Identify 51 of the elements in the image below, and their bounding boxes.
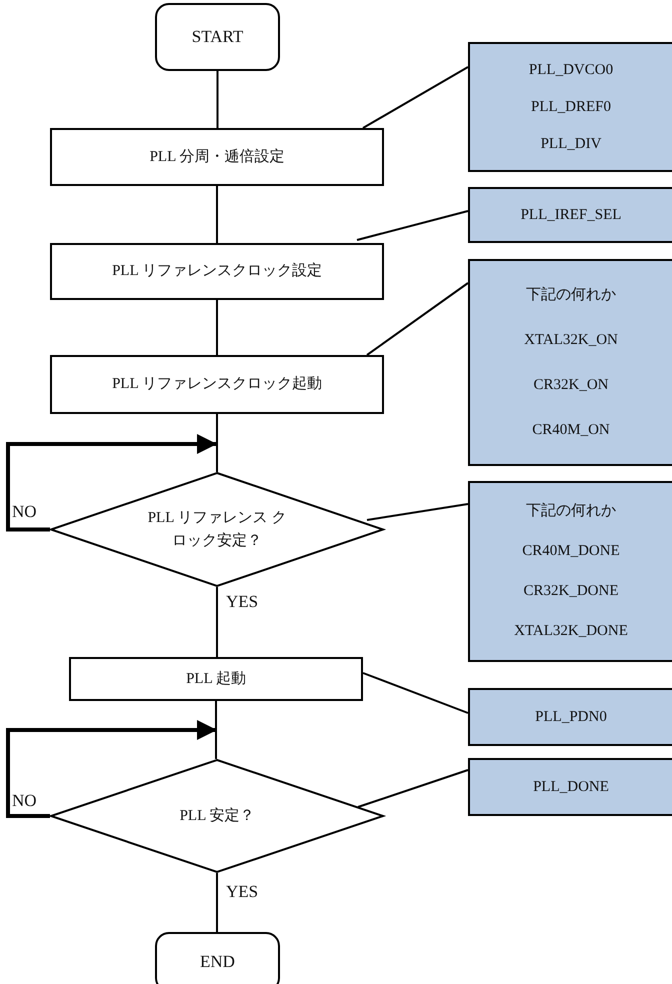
register-note-box — [468, 688, 672, 746]
connector-line — [216, 587, 218, 657]
node-text: PLL リファレンスクロック起動 — [112, 374, 322, 394]
register-note-box — [468, 481, 672, 662]
register-note-box — [468, 42, 672, 172]
node-text: CR32K_DONE — [523, 582, 618, 602]
node-text: XTAL32K_ON — [524, 330, 618, 350]
node-text: PLL リファレンス クロック安定？ — [146, 509, 288, 550]
node-text: CR32K_ON — [533, 376, 608, 395]
node-text: PLL 分周・逓倍設定 — [150, 147, 284, 167]
leader-line — [356, 210, 468, 241]
node-text: START — [192, 26, 244, 48]
decision-diamond — [50, 472, 384, 587]
leader-line — [362, 672, 468, 714]
process-box — [50, 355, 384, 414]
node-text: PLL 安定？ — [180, 806, 254, 826]
register-note-box — [468, 187, 672, 243]
connector-line — [216, 300, 218, 355]
leader-line — [366, 282, 469, 356]
node-text: CR40M_DONE — [522, 542, 620, 562]
register-note-box — [468, 259, 672, 466]
register-note-box — [468, 758, 672, 816]
node-text: PLL_PDN0 — [535, 708, 607, 727]
process-box — [50, 128, 384, 186]
node-text: 下記の何れか — [526, 286, 616, 305]
node-text: CR40M_ON — [532, 420, 610, 440]
terminal-box — [155, 932, 280, 984]
node-text: 下記の何れか — [526, 502, 616, 522]
leader-line — [366, 503, 468, 521]
leader-line — [362, 66, 468, 129]
arrow — [6, 434, 217, 532]
connector-line — [215, 701, 217, 759]
node-text: PLL_DVCO0 — [528, 60, 614, 80]
node-text: PLL_DONE — [533, 778, 609, 797]
node-text: PLL リファレンスクロック設定 — [112, 261, 322, 282]
connector-line — [216, 71, 218, 128]
terminal-box — [155, 3, 280, 71]
connector-line — [216, 873, 218, 932]
decision-diamond — [50, 759, 384, 873]
node-text: PLL 起動 — [186, 670, 246, 689]
leader-line — [358, 769, 468, 808]
process-box — [50, 243, 384, 300]
node-text: PLL_DREF0 — [530, 98, 611, 117]
arrow — [6, 720, 217, 818]
node-text: PLL_IREF_SEL — [520, 206, 622, 225]
process-box — [69, 657, 363, 701]
node-text: END — [200, 951, 235, 974]
node-text: XTAL32K_DONE — [514, 622, 628, 642]
node-text: PLL_DIV — [540, 134, 602, 154]
connector-line — [216, 414, 218, 472]
connector-line — [216, 186, 218, 243]
